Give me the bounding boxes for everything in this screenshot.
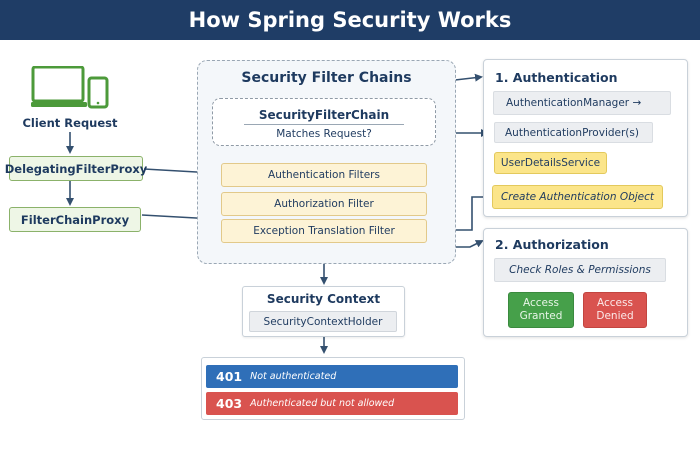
arrow-chains-to-authentication	[454, 73, 483, 82]
error-401-message: Not authenticated	[250, 371, 337, 382]
user-details-service: UserDetailsService	[494, 152, 607, 174]
security-context-title: Security Context	[266, 292, 381, 306]
security-context-holder: SecurityContextHolder	[249, 311, 397, 332]
check-roles-permissions: Check Roles & Permissions	[494, 258, 666, 282]
authorization-title: 2. Authorization	[495, 237, 609, 252]
security-filter-chains-title: Security Filter Chains	[241, 70, 412, 86]
page-title: How Spring Security Works	[0, 0, 700, 40]
error-403-bar: 403 Authenticated but not allowed	[206, 392, 458, 415]
error-403-code: 403	[216, 396, 243, 411]
error-401-code: 401	[216, 369, 243, 384]
error-403-message: Authenticated but not allowed	[250, 398, 395, 409]
delegating-filter-proxy: DelegatingFilterProxy	[5, 156, 147, 181]
error-401-bar: 401 Not authenticated	[206, 365, 458, 388]
filter-chain-proxy: FilterChainProxy	[9, 207, 141, 232]
authentication-provider: AuthenticationProvider(s)	[494, 122, 653, 143]
authorization-filter: Authorization Filter	[221, 192, 427, 216]
matches-request-label: Matches Request?	[276, 128, 372, 140]
authentication-filters: Authentication Filters	[221, 163, 427, 187]
inner-divider	[244, 124, 404, 125]
security-filter-chain-box	[212, 98, 436, 146]
arrow-chains-to-authorization	[455, 240, 484, 248]
client-device-icon	[31, 66, 109, 109]
security-filter-chain-title: SecurityFilterChain	[258, 108, 390, 122]
create-authentication-object: Create Authentication Object	[492, 185, 663, 209]
authentication-title: 1. Authentication	[495, 70, 618, 85]
authentication-manager: AuthenticationManager →	[493, 91, 671, 115]
client-request-label: Client Request	[22, 116, 118, 130]
exception-translation-filter: Exception Translation Filter	[221, 219, 427, 243]
